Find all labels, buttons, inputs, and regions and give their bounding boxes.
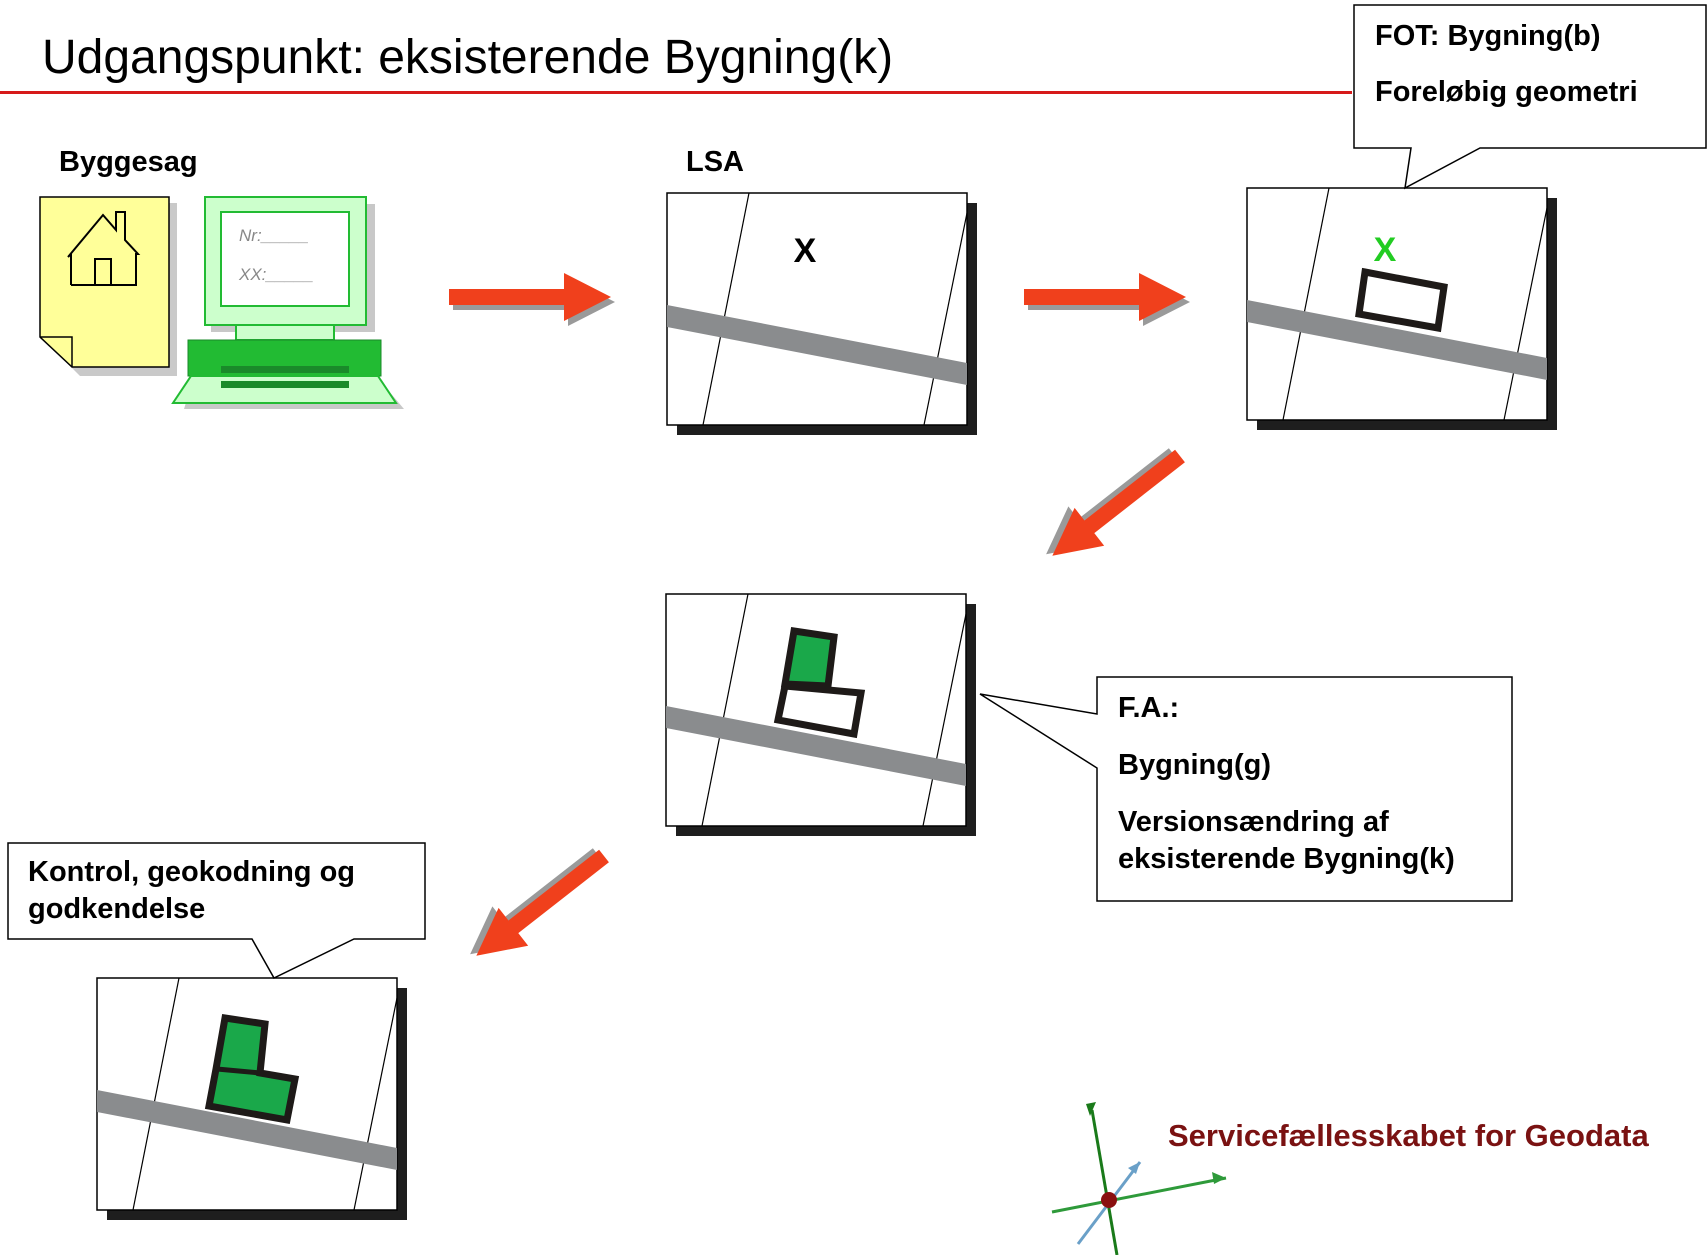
computer-icon: Nr:_____ XX:_____: [171, 196, 404, 409]
fot-map: X: [1246, 187, 1557, 430]
kontrol-callout-line1: Kontrol, geokodning og: [28, 856, 356, 888]
approved-building: [204, 1014, 300, 1125]
house-icon: [67, 211, 141, 286]
preliminary-building: [1355, 267, 1448, 333]
arrow-3: [1031, 435, 1195, 575]
kontrol-callout: [7, 842, 426, 979]
fot-callout-text: FOT: Bygning(b) Foreløbig geometri: [1375, 18, 1638, 111]
document-icon: [39, 196, 177, 376]
arrow-2: [1024, 273, 1190, 326]
fot-callout-line1: FOT: Bygning(b): [1375, 20, 1601, 52]
fa-callout-line2: Bygning(g): [1118, 749, 1272, 782]
kontrol-callout-text: Kontrol, geokodning og godkendelse: [28, 854, 355, 928]
new-building-white: [773, 682, 866, 739]
title-divider: [0, 91, 1352, 94]
fa-callout-text: F.A.: Bygning(g) Versionsændring af eksi…: [1118, 690, 1455, 878]
arrow-1: [449, 273, 615, 326]
fa-callout: [979, 676, 1513, 902]
fa-map: [665, 593, 976, 836]
fa-callout-line3: Versionsændring af: [1118, 806, 1389, 839]
form-field-xx: XX:_____: [238, 265, 314, 284]
logo-text: Servicefællesskabet for Geodata: [1168, 1118, 1649, 1153]
fot-x-marker: X: [1374, 231, 1397, 269]
fot-callout: [1353, 4, 1707, 190]
kontrol-callout-line2: godkendelse: [28, 893, 206, 926]
fa-callout-line1: F.A.:: [1118, 692, 1180, 724]
arrow-4: [455, 835, 619, 975]
lsa-map: X: [666, 192, 977, 435]
fa-callout-line4: eksisterende Bygning(k): [1118, 843, 1455, 876]
form-field-nr: Nr:_____: [239, 226, 309, 245]
lsa-label: LSA: [686, 146, 744, 178]
kontrol-map: [96, 977, 407, 1220]
fot-callout-line2: Foreløbig geometri: [1375, 76, 1638, 109]
byggesag-label: Byggesag: [59, 146, 198, 178]
logo-icon: [1051, 1102, 1227, 1255]
lsa-x-marker: X: [794, 232, 817, 270]
existing-building-green: [780, 627, 838, 690]
page-title: Udgangspunkt: eksisterende Bygning(k): [42, 31, 894, 84]
